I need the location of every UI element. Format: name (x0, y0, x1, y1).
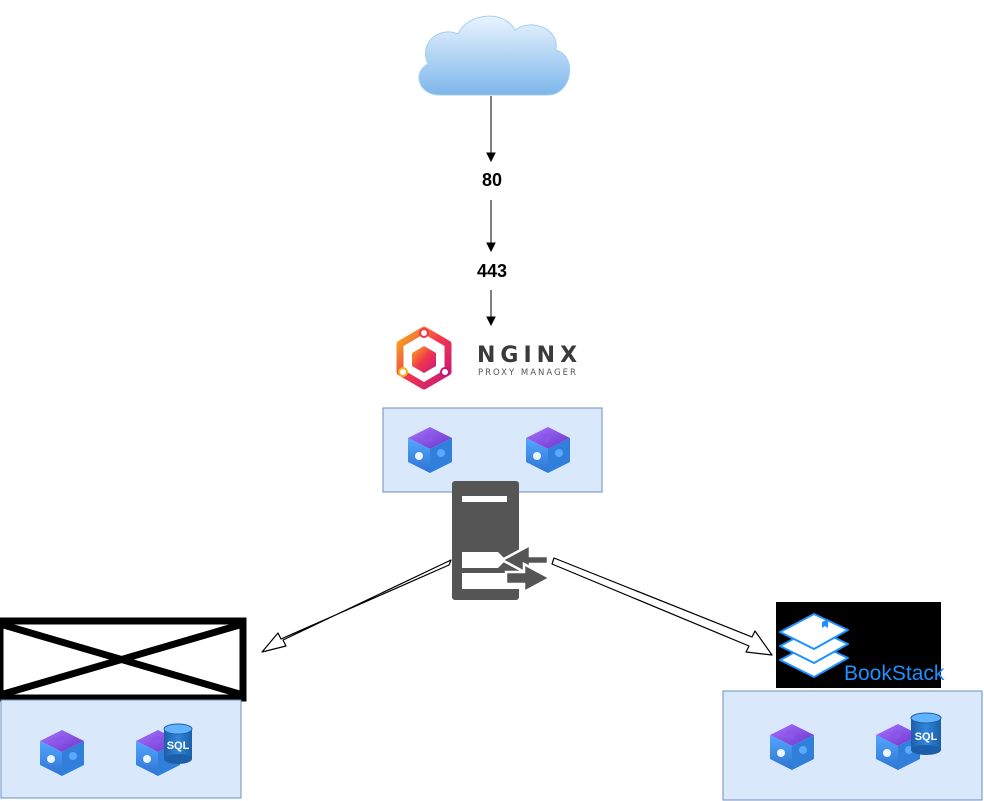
bookstack-title: BookStack (844, 662, 945, 685)
proxy-to-bookstack-arrow (551, 557, 773, 656)
server-load-balancer-icon (452, 481, 553, 600)
crossed-out-placeholder-logo (0, 617, 247, 702)
bookstack-logo: BookStack (776, 602, 945, 688)
bookstack-container-panel (722, 690, 983, 801)
cloud-icon (418, 15, 571, 96)
port-80-label: 80 (482, 170, 502, 190)
proxy-to-left-arrow (261, 559, 452, 653)
sql-database-icon: SQL (910, 712, 942, 755)
sql-badge-label: SQL (167, 740, 190, 752)
nginx-subtitle: PROXY MANAGER (478, 368, 578, 378)
sql-badge-label: SQL (915, 731, 938, 743)
nginx-title: NGINX (477, 343, 582, 368)
left-container-panel (0, 699, 242, 799)
nginx-proxy-manager-logo: NGINX PROXY MANAGER (396, 326, 582, 390)
sql-database-icon: SQL (163, 723, 193, 764)
sql-container-icon: SQL (876, 712, 942, 770)
sql-container-icon: SQL (136, 723, 193, 776)
internet-flow-connector (486, 96, 496, 327)
port-443-label: 443 (477, 261, 507, 281)
